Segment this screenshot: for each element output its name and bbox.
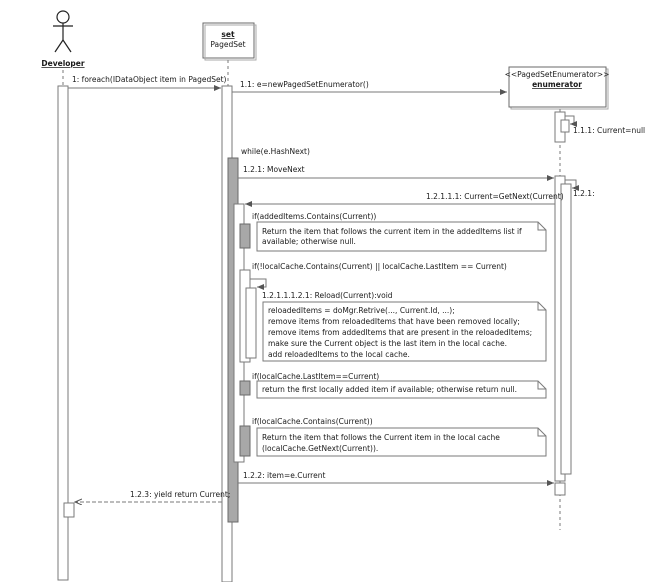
note-line: make sure the Current object is the last… [268, 339, 507, 348]
object-name: set [221, 30, 235, 39]
message-yield-return[interactable]: 1.2.3: yield return Current; [75, 490, 230, 502]
actor-label: Developer [41, 59, 84, 68]
message-label: 1.2.2: item=e.Current [243, 471, 325, 480]
note-line: Return the item that follows the Current… [262, 433, 500, 442]
message-item-current[interactable]: 1.2.2: item=e.Current [238, 471, 554, 486]
note-last-item: return the first locally added item if a… [256, 380, 547, 399]
message-foreach[interactable]: 1: foreach(IDataObject item in PagedSet) [68, 75, 227, 91]
note-contains: Return the item that follows the Current… [256, 427, 547, 457]
activation-enumerator-self [560, 119, 570, 133]
activation-block-last [239, 380, 251, 396]
message-label: 1.2.3: yield return Current; [130, 490, 230, 499]
message-label: 1.1: e=newPagedSetEnumerator() [240, 80, 369, 89]
object-stereotype: <<PagedSetEnumerator>> [505, 70, 610, 79]
message-getnext[interactable]: 1.2.1.1.1: Current=GetNext(Current) [245, 192, 564, 207]
note-line: available; otherwise null. [262, 237, 356, 246]
message-movenext[interactable]: 1.2.1: MoveNext [238, 165, 554, 181]
message-label: 1.2.1: [573, 189, 595, 198]
note-added-items: Return the item that follows the current… [256, 221, 547, 252]
guard-last-item: if(localCache.LastItem==Current) [252, 372, 379, 381]
message-label: 1.2.1: MoveNext [243, 165, 305, 174]
note-reload: reloadedItems = doMgr.Retrive(..., Curre… [262, 301, 547, 362]
actor-icon [53, 10, 73, 53]
activation-block-added [239, 223, 251, 249]
message-reload[interactable]: 1.2.1.1.1.2.1: Reload(Current):void [250, 278, 393, 300]
activation-developer [57, 85, 69, 581]
note-line: Return the item that follows the current… [262, 227, 522, 236]
guard-while: while(e.HashNext) [241, 147, 310, 156]
note-line: remove items from addedItems that are pr… [268, 328, 532, 337]
lifeline-head-set[interactable]: set PagedSet [202, 22, 257, 61]
message-label: 1: foreach(IDataObject item in PagedSet) [72, 75, 227, 84]
guard-contains: if(localCache.Contains(Current)) [252, 417, 373, 426]
activation-enumerator-current [554, 482, 566, 496]
actor-developer[interactable]: Developer [41, 10, 85, 68]
object-type: PagedSet [210, 40, 245, 49]
message-movenext-self[interactable]: 1.2.1: [565, 179, 595, 198]
note-line: reloadedItems = doMgr.Retrive(..., Curre… [268, 306, 455, 315]
guard-added-items: if(addedItems.Contains(Current)) [252, 212, 376, 221]
object-name: enumerator [532, 80, 582, 89]
note-line: remove items from reloadedItems that hav… [268, 317, 520, 326]
message-new-enumerator[interactable]: 1.1: e=newPagedSetEnumerator() [232, 80, 507, 95]
message-label: 1.2.1.1.1: Current=GetNext(Current) [426, 192, 564, 201]
message-label: 1.2.1.1.1.2.1: Reload(Current):void [262, 291, 393, 300]
guard-local-cache: if(!localCache.Contains(Current) || loca… [252, 262, 507, 271]
activation-enumerator-inner [560, 183, 572, 475]
note-line: (localCache.GetNext(Current)). [262, 444, 378, 453]
activation-block-contains [239, 425, 251, 457]
activation-developer-yield [63, 502, 75, 518]
message-current-null[interactable]: 1.1.1: Current=null [565, 115, 645, 135]
note-line: return the first locally added item if a… [262, 385, 517, 394]
lifeline-head-enumerator[interactable]: <<PagedSetEnumerator>> enumerator [505, 66, 610, 110]
note-line: add reloadedItems to the local cache. [268, 350, 410, 359]
activation-reload [245, 287, 257, 359]
message-label: 1.1.1: Current=null [573, 126, 645, 135]
